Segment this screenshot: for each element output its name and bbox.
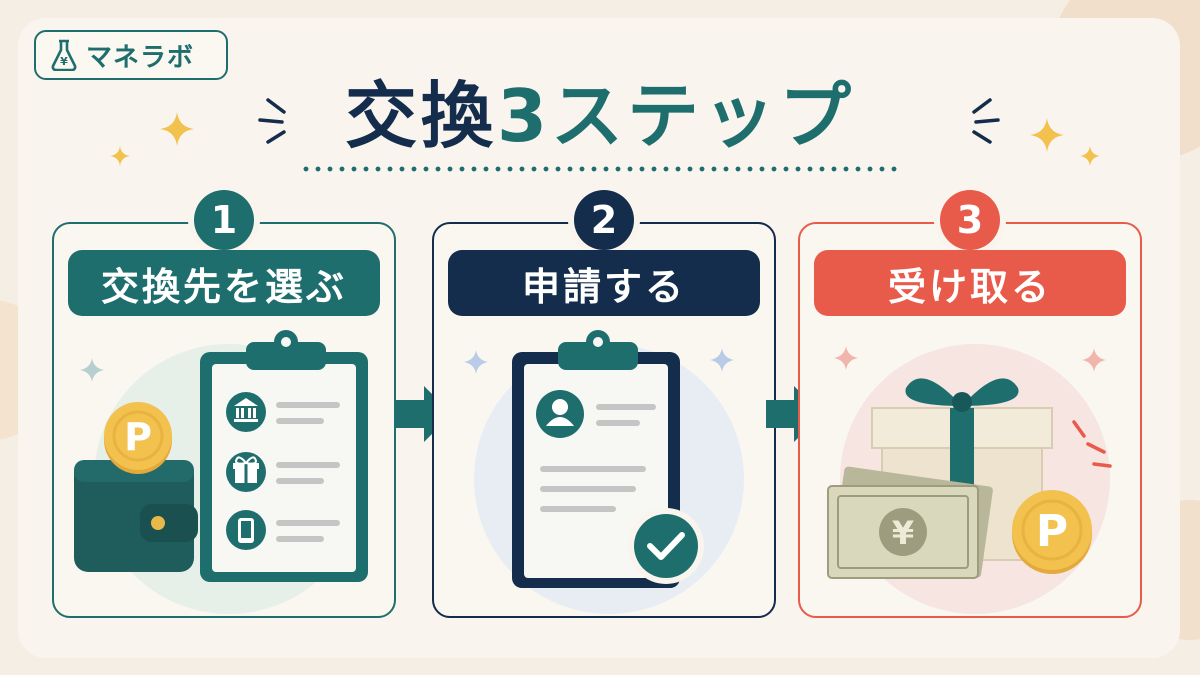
sparkle-icon (1030, 118, 1064, 152)
step-3-number: 3 (940, 190, 1000, 250)
user-icon (536, 390, 584, 438)
step-2-number: 2 (574, 190, 634, 250)
step-2-illustration (464, 330, 734, 588)
logo-badge: ¥ マネラボ (34, 30, 228, 80)
sparkle-icon (110, 146, 130, 166)
sparkle-icon (80, 358, 104, 382)
sparkle-icon (1080, 146, 1100, 166)
sparkle-icon (710, 348, 734, 372)
title-burst-right (972, 98, 1000, 144)
sparkle-icon (834, 346, 858, 370)
coin-letter: P (124, 415, 152, 459)
wallet-icon (74, 460, 198, 572)
point-coin-icon: P (104, 402, 172, 474)
sparkle-icon (160, 112, 194, 146)
step-3-label: 受け取る (814, 250, 1126, 316)
smartphone-icon (226, 510, 266, 550)
step-1-illustration: P (74, 330, 368, 582)
step-3-illustration: ¥ P (827, 346, 1112, 579)
check-icon (628, 508, 704, 584)
step-1-label: 交換先を選ぶ (68, 250, 380, 316)
flask-yen-icon: ¥ (51, 39, 77, 71)
banknote-symbol: ¥ (892, 514, 914, 552)
yen-banknote-icon: ¥ (827, 466, 993, 579)
title-part2: 3ステップ (496, 74, 856, 158)
step-1-number: 1 (194, 190, 254, 250)
gift-icon (226, 452, 266, 492)
title-dotted-underline (300, 166, 900, 172)
bank-icon (226, 392, 266, 432)
point-coin-icon: P (1012, 490, 1092, 574)
svg-text:¥: ¥ (60, 55, 68, 68)
coin-letter: P (1036, 506, 1068, 557)
shine-lines (1072, 420, 1112, 468)
page-title: 交換3ステップ (0, 72, 1200, 160)
sparkle-icon (464, 350, 488, 374)
title-burst-left (258, 98, 286, 144)
clipboard-icon (200, 330, 368, 582)
sparkle-icon (1082, 348, 1106, 372)
step-2-label: 申請する (448, 250, 760, 316)
logo-text: マネラボ (86, 42, 195, 73)
title-part1: 交換 (344, 74, 497, 158)
